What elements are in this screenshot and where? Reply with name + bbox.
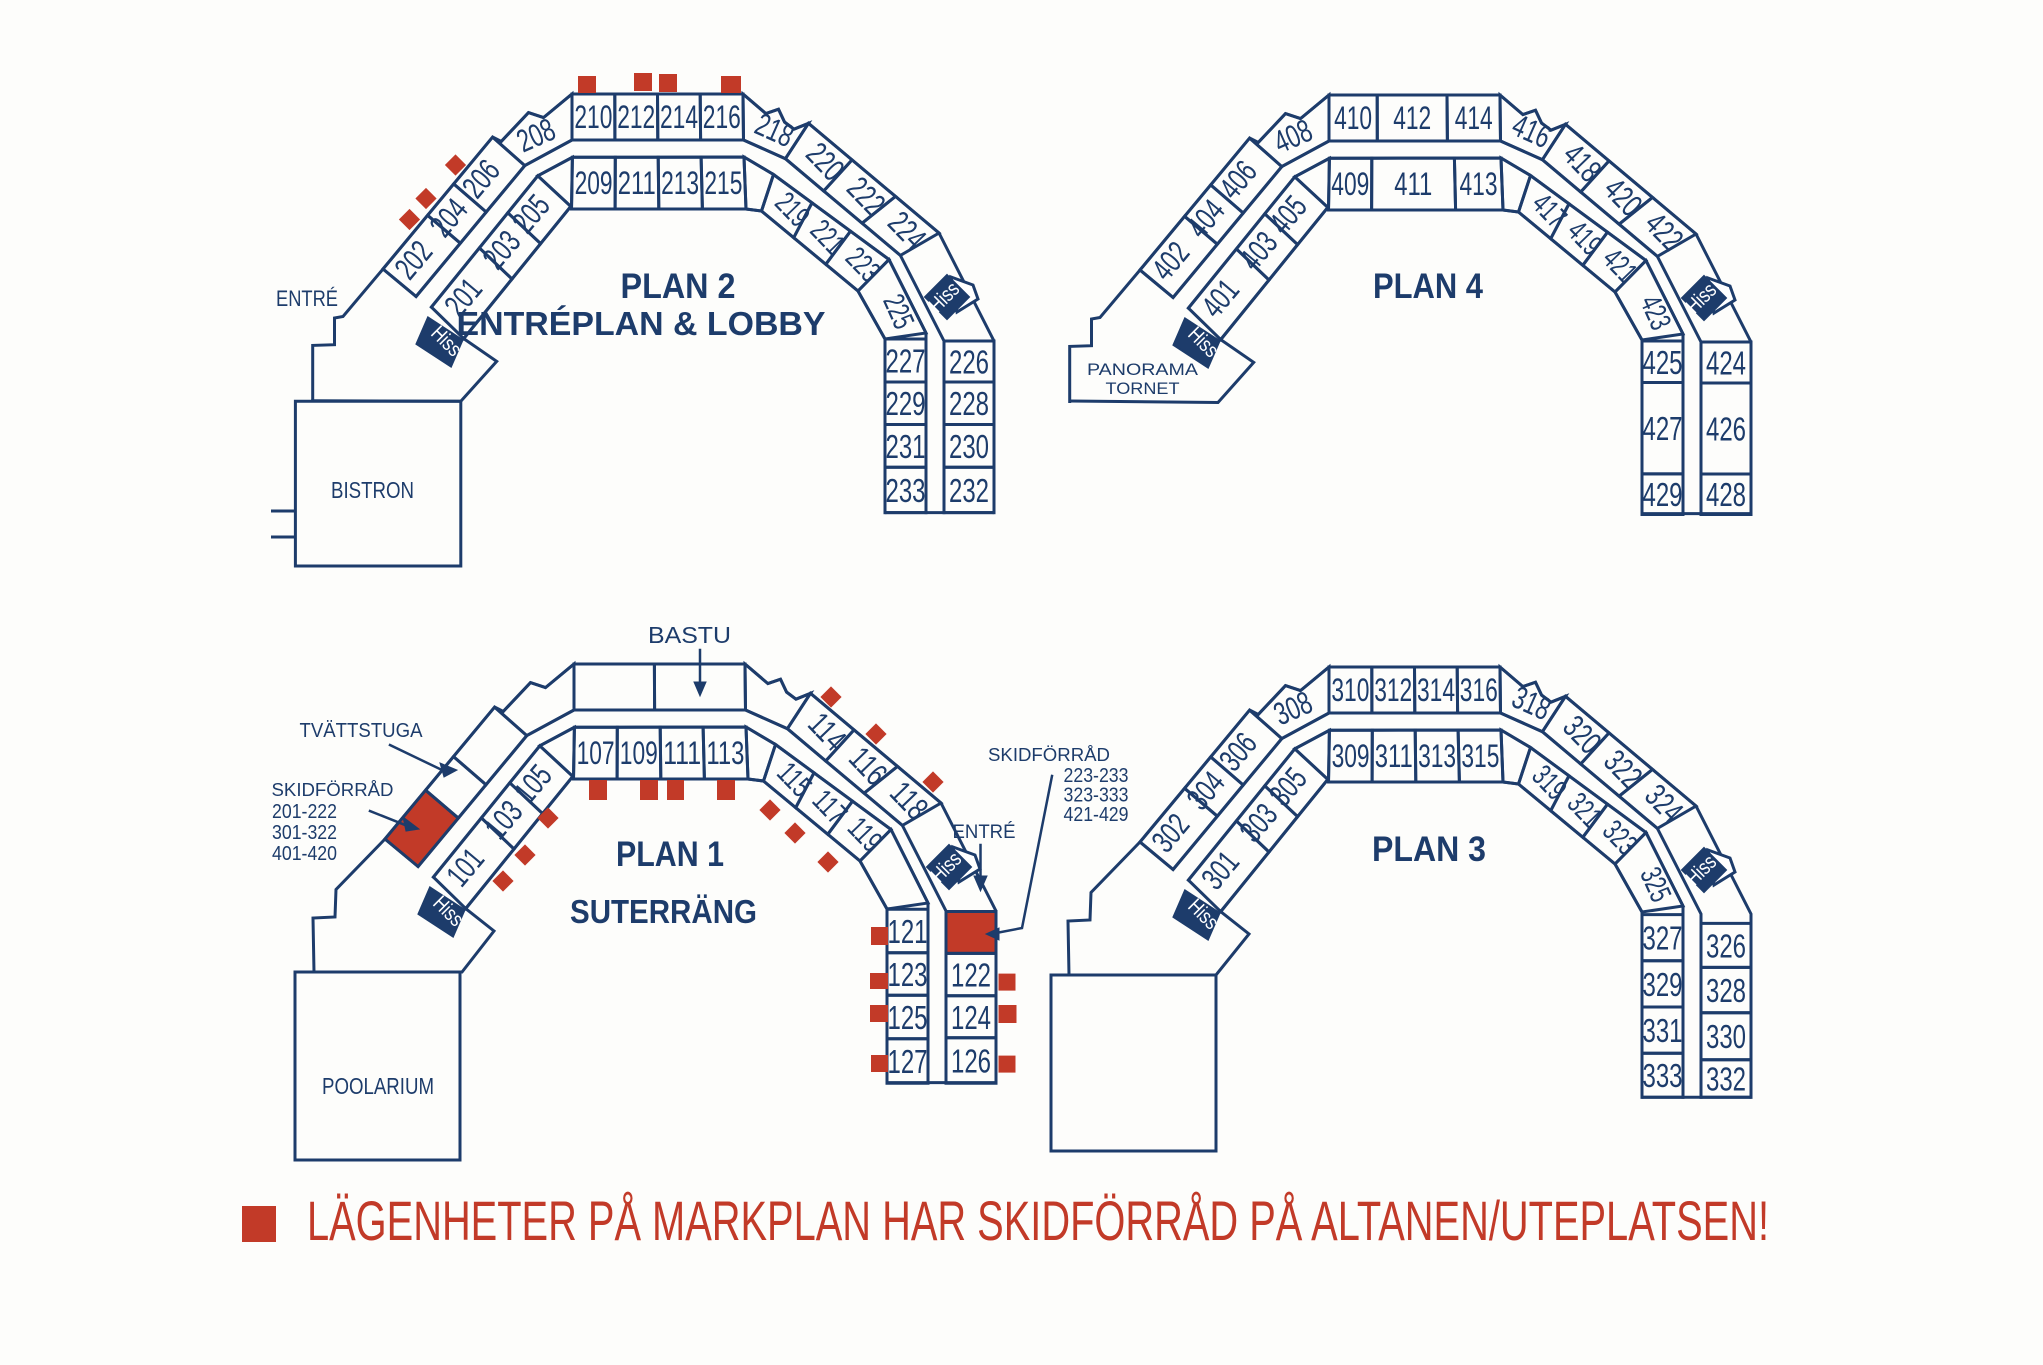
svg-text:SUTERRÄNG: SUTERRÄNG [570,893,757,930]
svg-text:111: 111 [663,735,701,771]
svg-text:216: 216 [703,99,741,135]
svg-text:PANORAMA: PANORAMA [1087,360,1199,379]
svg-text:107: 107 [577,735,615,771]
svg-text:BISTRON: BISTRON [331,477,414,503]
svg-text:428: 428 [1706,476,1746,513]
svg-text:BASTU: BASTU [648,622,731,648]
svg-text:127: 127 [888,1043,928,1080]
svg-text:310: 310 [1331,672,1369,708]
svg-text:POOLARIUM: POOLARIUM [322,1073,434,1099]
svg-text:125: 125 [888,999,928,1036]
svg-text:425: 425 [1643,344,1683,381]
svg-text:311: 311 [1375,738,1413,774]
svg-text:126: 126 [951,1043,991,1080]
svg-text:323-333: 323-333 [1064,785,1129,807]
svg-text:330: 330 [1706,1018,1746,1055]
svg-text:PLAN 1: PLAN 1 [616,835,724,874]
svg-text:PLAN 3: PLAN 3 [1372,830,1486,869]
svg-text:228: 228 [949,385,989,422]
svg-text:414: 414 [1455,100,1493,136]
svg-text:421-429: 421-429 [1064,804,1129,826]
svg-text:326: 326 [1706,927,1746,964]
svg-text:210: 210 [574,99,612,135]
svg-text:PLAN 2: PLAN 2 [621,267,736,306]
svg-text:209: 209 [575,165,613,201]
svg-text:332: 332 [1706,1061,1746,1098]
svg-text:201-222: 201-222 [272,801,337,823]
svg-text:227: 227 [886,343,926,380]
svg-text:215: 215 [704,165,742,201]
svg-text:SKIDFÖRRÅD: SKIDFÖRRÅD [272,780,394,800]
svg-text:121: 121 [888,913,928,950]
svg-text:ENTRÉ: ENTRÉ [276,286,338,311]
svg-text:424: 424 [1706,345,1746,382]
svg-text:309: 309 [1332,738,1370,774]
svg-text:301-322: 301-322 [272,822,337,844]
svg-text:327: 327 [1643,920,1683,957]
svg-text:213: 213 [661,165,699,201]
svg-text:124: 124 [951,999,991,1036]
svg-text:329: 329 [1643,966,1683,1003]
svg-text:PLAN 4: PLAN 4 [1373,267,1483,306]
svg-text:231: 231 [886,428,926,465]
svg-text:LÄGENHETER PÅ MARKPLAN HAR SKI: LÄGENHETER PÅ MARKPLAN HAR SKIDFÖRRÅD PÅ… [307,1189,1769,1252]
svg-text:214: 214 [660,99,698,135]
svg-text:429: 429 [1643,476,1683,513]
svg-text:401-420: 401-420 [272,843,337,865]
svg-text:113: 113 [706,735,744,771]
svg-text:TORNET: TORNET [1106,379,1180,398]
svg-text:230: 230 [949,428,989,465]
svg-text:316: 316 [1460,672,1498,708]
svg-text:212: 212 [617,99,655,135]
svg-text:313: 313 [1418,738,1456,774]
svg-text:427: 427 [1643,410,1683,447]
svg-text:410: 410 [1334,100,1372,136]
svg-text:SKIDFÖRRÅD: SKIDFÖRRÅD [988,745,1110,765]
svg-text:412: 412 [1393,100,1431,136]
svg-text:232: 232 [949,472,989,509]
svg-text:229: 229 [886,385,926,422]
svg-text:226: 226 [949,344,989,381]
svg-text:ENTRÉ: ENTRÉ [953,822,1016,843]
svg-text:122: 122 [951,957,991,994]
svg-text:409: 409 [1331,166,1369,202]
svg-text:413: 413 [1460,166,1498,202]
svg-text:314: 314 [1417,672,1455,708]
svg-text:233: 233 [886,472,926,509]
svg-text:331: 331 [1643,1012,1683,1049]
svg-text:223-233: 223-233 [1064,765,1129,787]
svg-text:123: 123 [888,956,928,993]
svg-text:211: 211 [618,165,656,201]
svg-text:328: 328 [1706,972,1746,1009]
svg-text:109: 109 [620,735,658,771]
svg-text:411: 411 [1394,166,1432,202]
svg-text:ENTRÉPLAN & LOBBY: ENTRÉPLAN & LOBBY [457,305,826,342]
svg-text:315: 315 [1461,738,1499,774]
svg-text:333: 333 [1643,1057,1683,1094]
svg-text:TVÄTTSTUGA: TVÄTTSTUGA [300,720,424,742]
svg-text:312: 312 [1374,672,1412,708]
svg-text:426: 426 [1706,411,1746,448]
